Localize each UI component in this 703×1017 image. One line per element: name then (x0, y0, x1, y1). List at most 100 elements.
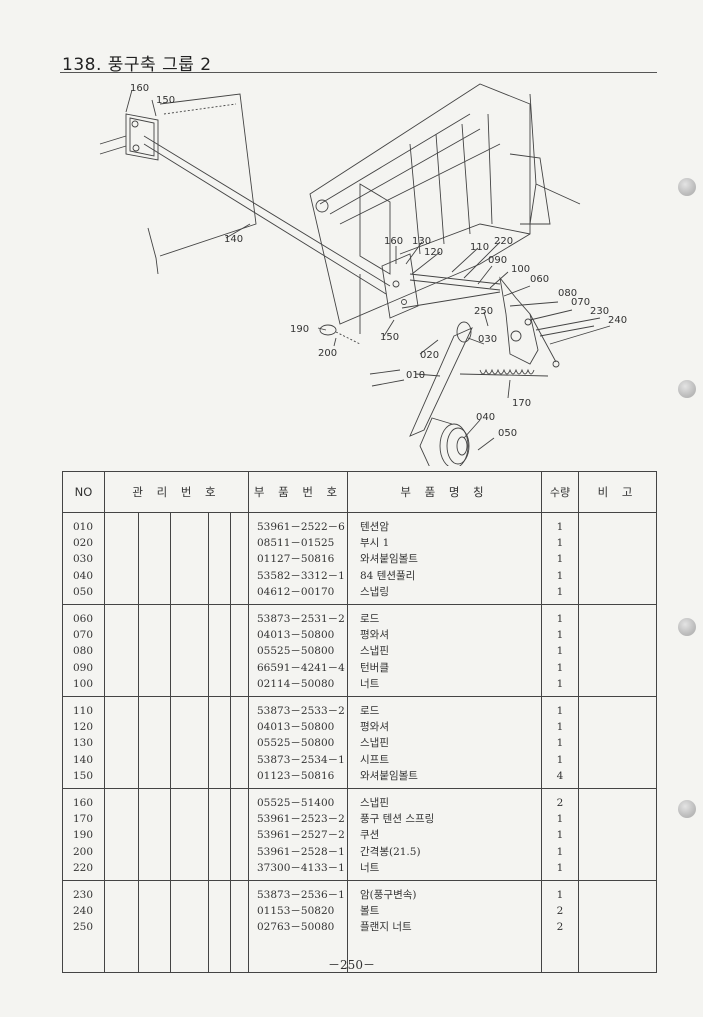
part-number: 53873－2533－2 (248, 696, 348, 720)
part-number: 05525－51400 (248, 788, 348, 812)
part-name: 시프트 (347, 751, 542, 768)
part-number: 53961－2523－2 (248, 811, 348, 828)
remarks (578, 919, 657, 936)
remarks (578, 735, 657, 752)
header-no: NO (62, 471, 105, 513)
quantity: 1 (541, 627, 579, 644)
callout-label: 190 (290, 324, 309, 335)
part-name: 부시 1 (347, 535, 542, 552)
quantity: 1 (541, 735, 579, 752)
table-row: 250 02763－50080 플랜지 너트 2 (62, 919, 657, 936)
header-quantity: 수량 (541, 471, 579, 513)
item-no: 050 (62, 583, 105, 605)
item-no: 140 (62, 751, 105, 768)
part-name: 84 텐션풀리 (347, 567, 542, 584)
item-no: 160 (62, 788, 105, 812)
part-name: 평와셔 (347, 627, 542, 644)
part-number: 01127－50816 (248, 551, 348, 568)
quantity: 1 (541, 512, 579, 536)
table-header-row: NO 관 리 번 호 부 품 번 호 부 품 명 칭 수량 비 고 (62, 471, 657, 513)
header-control-number: 관 리 번 호 (104, 471, 249, 513)
title-rule (60, 72, 657, 73)
table-group: 010 53961－2522－6 텐션암 1 020 08511－01525 부… (62, 512, 657, 605)
quantity: 1 (541, 551, 579, 568)
part-number: 05525－50800 (248, 735, 348, 752)
table-group: 110 53873－2533－2 로드 1 120 04013－50800 평와… (62, 696, 657, 789)
remarks (578, 951, 657, 973)
table-row: 060 53873－2531－2 로드 1 (62, 604, 657, 628)
punch-hole (678, 618, 696, 636)
quantity: 1 (541, 719, 579, 736)
item-no: 170 (62, 811, 105, 828)
quantity: 1 (541, 696, 579, 720)
table-row: 220 37300－4133－1 너트 1 (62, 859, 657, 881)
quantity: 1 (541, 827, 579, 844)
callout-label: 030 (478, 334, 497, 345)
part-number: 04612－00170 (248, 583, 348, 605)
part-number: 01123－50816 (248, 767, 348, 789)
table-group: 230 53873－2536－1 암(풍구변속) 1 240 01153－508… (62, 880, 657, 973)
part-name: 평와셔 (347, 719, 542, 736)
part-number: 02114－50080 (248, 675, 348, 697)
part-name: 스냅핀 (347, 788, 542, 812)
remarks (578, 859, 657, 881)
table-row: 070 04013－50800 평와셔 1 (62, 627, 657, 644)
callout-label: 010 (406, 370, 425, 381)
item-no: 230 (62, 880, 105, 904)
part-name: 간격봉(21.5) (347, 843, 542, 860)
quantity: 1 (541, 751, 579, 768)
parts-table: NO 관 리 번 호 부 품 번 호 부 품 명 칭 수량 비 고 010 53… (62, 471, 657, 973)
part-name: 볼트 (347, 903, 542, 920)
punch-hole (678, 800, 696, 818)
remarks (578, 659, 657, 676)
remarks (578, 788, 657, 812)
item-no: 250 (62, 919, 105, 936)
callout-label: 140 (224, 234, 243, 245)
item-no: 020 (62, 535, 105, 552)
part-name: 풍구 텐션 스프링 (347, 811, 542, 828)
table-row: 050 04612－00170 스냅링 1 (62, 583, 657, 605)
table-row: 140 53873－2534－1 시프트 1 (62, 751, 657, 768)
callout-label: 090 (488, 255, 507, 266)
table-row: 110 53873－2533－2 로드 1 (62, 696, 657, 720)
table-row (62, 951, 657, 973)
table-row: 130 05525－50800 스냅핀 1 (62, 735, 657, 752)
part-number: 53961－2522－6 (248, 512, 348, 536)
table-row: 200 53961－2528－1 간격봉(21.5) 1 (62, 843, 657, 860)
quantity: 1 (541, 675, 579, 697)
table-group: 060 53873－2531－2 로드 1 070 04013－50800 평와… (62, 604, 657, 697)
part-number (248, 935, 348, 952)
item-no: 200 (62, 843, 105, 860)
quantity: 1 (541, 535, 579, 552)
item-no: 010 (62, 512, 105, 536)
page-number: －250－ (328, 958, 375, 972)
callout-label: 070 (571, 297, 590, 308)
punch-hole (678, 380, 696, 398)
part-number: 53873－2536－1 (248, 880, 348, 904)
item-no: 040 (62, 567, 105, 584)
remarks (578, 719, 657, 736)
item-no: 060 (62, 604, 105, 628)
remarks (578, 551, 657, 568)
callout-label: 110 (470, 242, 489, 253)
table-row: 090 66591－4241－4 턴버클 1 (62, 659, 657, 676)
callout-label: 170 (512, 398, 531, 409)
callout-label: 150 (380, 332, 399, 343)
callout-label: 160 (384, 236, 403, 247)
part-name: 로드 (347, 604, 542, 628)
part-name: 스냅핀 (347, 643, 542, 660)
item-no: 110 (62, 696, 105, 720)
item-no: 100 (62, 675, 105, 697)
part-name: 스냅링 (347, 583, 542, 605)
item-no: 030 (62, 551, 105, 568)
part-name: 와셔붙임볼트 (347, 767, 542, 789)
table-row: 170 53961－2523－2 풍구 텐션 스프링 1 (62, 811, 657, 828)
quantity: 2 (541, 919, 579, 936)
part-number: 05525－50800 (248, 643, 348, 660)
part-name: 쿠션 (347, 827, 542, 844)
table-row: 160 05525－51400 스냅핀 2 (62, 788, 657, 812)
remarks (578, 935, 657, 952)
remarks (578, 811, 657, 828)
quantity: 2 (541, 903, 579, 920)
remarks (578, 567, 657, 584)
